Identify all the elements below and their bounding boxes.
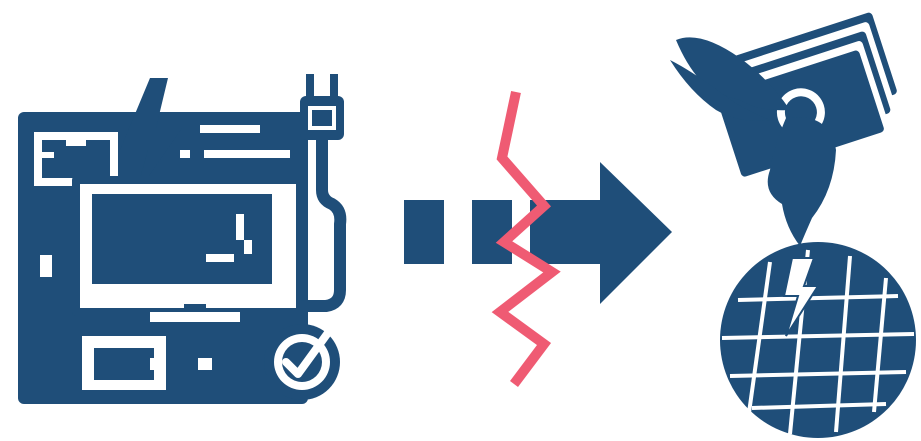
monitor-screen: [92, 194, 272, 284]
plug-inset-fill: [312, 110, 332, 126]
drawer-knob: [150, 358, 160, 370]
arrow-dash-2: [472, 200, 512, 264]
cabinet-line-gap: [190, 150, 204, 158]
plug-prong-right: [330, 74, 338, 98]
screen-glyph-3: [244, 240, 252, 254]
electronics-icon: [18, 74, 344, 404]
power-cord: [304, 140, 340, 306]
drawer-inner: [94, 348, 154, 380]
screen-glyph-2: [206, 254, 234, 262]
cabinet-slot: [40, 255, 52, 277]
drawer-knob-2: [198, 358, 212, 370]
monitor-base: [150, 312, 240, 322]
cabinet-line: [200, 125, 260, 133]
cabinet-dash: [66, 140, 86, 146]
cabinet-dot: [42, 152, 54, 158]
winged-money-icon: [670, 12, 908, 246]
arrow-head: [600, 162, 672, 304]
power-grid-globe-icon: [720, 242, 916, 438]
plug-prong-left: [306, 74, 314, 98]
screen-glyph: [236, 214, 244, 240]
arrow-dash-1: [404, 200, 444, 264]
